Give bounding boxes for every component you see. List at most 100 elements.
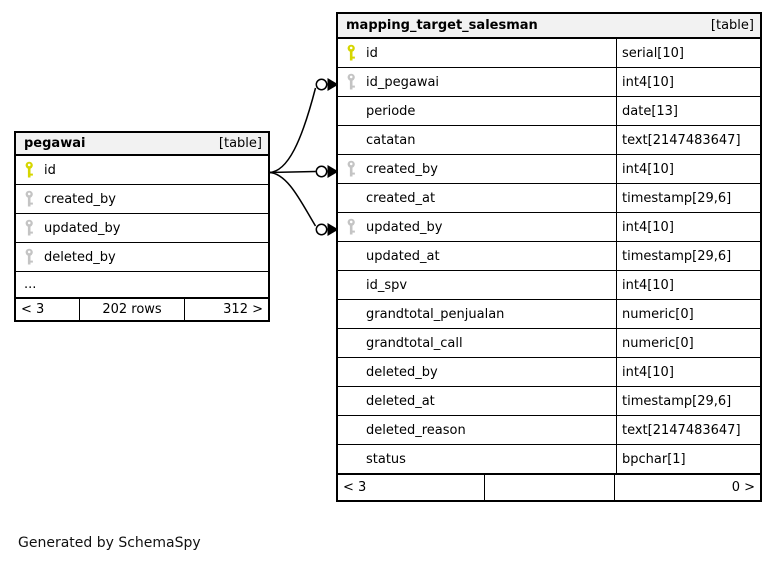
column-type: int4[10] [616,271,760,299]
table-footer: < 3 0 > [338,474,760,500]
children-count: 0 > [731,480,755,495]
column-name-cell: grandtotal_call [338,329,616,357]
table-header[interactable]: pegawai [table] [16,133,268,156]
column-row-id: id serial[10] [338,39,760,68]
zero-or-many-circle [315,165,328,178]
column-type: serial[10] [616,39,760,67]
column-name: id_spv [366,277,408,293]
column-rows: id created_by updated_by deleted_by... [16,156,268,298]
column-name-cell: updated_by [338,213,616,241]
primary-key-icon [346,44,366,62]
fk-line-created_by [268,170,316,174]
column-type: numeric[0] [616,329,760,357]
column-row-grandtotal_penjualan: grandtotal_penjualan numeric[0] [338,300,760,329]
column-name: updated_at [366,248,440,264]
column-row-grandtotal_call: grandtotal_call numeric[0] [338,329,760,358]
column-name-cell: periode [338,97,616,125]
column-name-cell: created_by [16,185,268,213]
column-name-cell: deleted_reason [338,416,616,444]
parents-count: < 3 [338,475,485,500]
column-name-cell: id_pegawai [338,68,616,96]
column-name: deleted_by [44,249,116,265]
column-type: bpchar[1] [616,445,760,473]
column-name: created_by [366,161,438,177]
column-name: grandtotal_call [366,335,463,351]
column-row-id_pegawai: id_pegawai int4[10] [338,68,760,97]
column-name: grandtotal_penjualan [366,306,505,322]
column-name: id [44,162,56,178]
table-footer: < 3 202 rows 312 > [16,298,268,320]
column-name-cell: status [338,445,616,473]
column-row-id_spv: id_spv int4[10] [338,271,760,300]
column-row-more: ... [16,272,268,298]
row-count [485,475,615,500]
foreign-key-icon [346,218,366,236]
foreign-key-icon [346,160,366,178]
column-type: timestamp[29,6] [616,184,760,212]
column-row-updated_at: updated_at timestamp[29,6] [338,242,760,271]
column-row-created_at: created_at timestamp[29,6] [338,184,760,213]
column-row-updated_by: updated_by [16,214,268,243]
column-row-status: status bpchar[1] [338,445,760,474]
column-name-cell: grandtotal_penjualan [338,300,616,328]
foreign-key-icon [346,73,366,91]
foreign-key-icon [24,248,44,266]
column-type: int4[10] [616,68,760,96]
primary-key-icon [24,161,44,179]
column-row-created_by: created_by [16,185,268,214]
column-name: id_pegawai [366,74,440,90]
column-type: text[2147483647] [616,126,760,154]
column-name-cell: deleted_by [16,243,268,271]
row-count: 202 rows [80,299,185,320]
column-name-cell: catatan [338,126,616,154]
column-name-cell: deleted_by [338,358,616,386]
column-row-deleted_by: deleted_by [16,243,268,272]
foreign-key-icon [24,190,44,208]
zero-or-many-circle [315,223,328,236]
column-name-cell: deleted_at [338,387,616,415]
column-name: periode [366,103,416,119]
column-name: deleted_at [366,393,435,409]
column-name: deleted_reason [366,422,466,438]
table-title: pegawai [24,136,86,151]
table-title: mapping_target_salesman [346,18,538,33]
zero-or-many-circle [315,78,328,91]
column-type: timestamp[29,6] [616,242,760,270]
column-name-cell: created_by [338,155,616,183]
children-count: 312 > [223,302,263,317]
column-type: int4[10] [616,213,760,241]
column-name: created_at [366,190,436,206]
foreign-key-icon [24,219,44,237]
table-mapping_target_salesman[interactable]: mapping_target_salesman [table] id serial… [336,12,762,502]
schemaspy-credit: Generated by SchemaSpy [18,535,201,551]
column-name-cell: id [338,39,616,67]
column-name: created_by [44,191,116,207]
column-name: status [366,451,406,467]
column-type: text[2147483647] [616,416,760,444]
column-name: id [366,45,378,61]
column-name-cell: updated_at [338,242,616,270]
column-name-cell: updated_by [16,214,268,242]
column-row-catatan: catatan text[2147483647] [338,126,760,155]
column-row-id: id [16,156,268,185]
column-row-deleted_reason: deleted_reason text[2147483647] [338,416,760,445]
table-header[interactable]: mapping_target_salesman [table] [338,14,760,39]
column-name: catatan [366,132,416,148]
fk-curve-id_pegawai [268,87,317,174]
column-type: numeric[0] [616,300,760,328]
column-name: deleted_by [366,364,438,380]
column-name: updated_by [366,219,443,235]
column-type: timestamp[29,6] [616,387,760,415]
column-name-cell: id_spv [338,271,616,299]
fk-curve-updated_by [268,171,317,227]
column-name-cell: id [16,156,268,184]
column-name-cell: ... [16,272,268,297]
table-type-tag: [table] [710,18,754,33]
column-row-updated_by: updated_by int4[10] [338,213,760,242]
column-name-cell: created_at [338,184,616,212]
